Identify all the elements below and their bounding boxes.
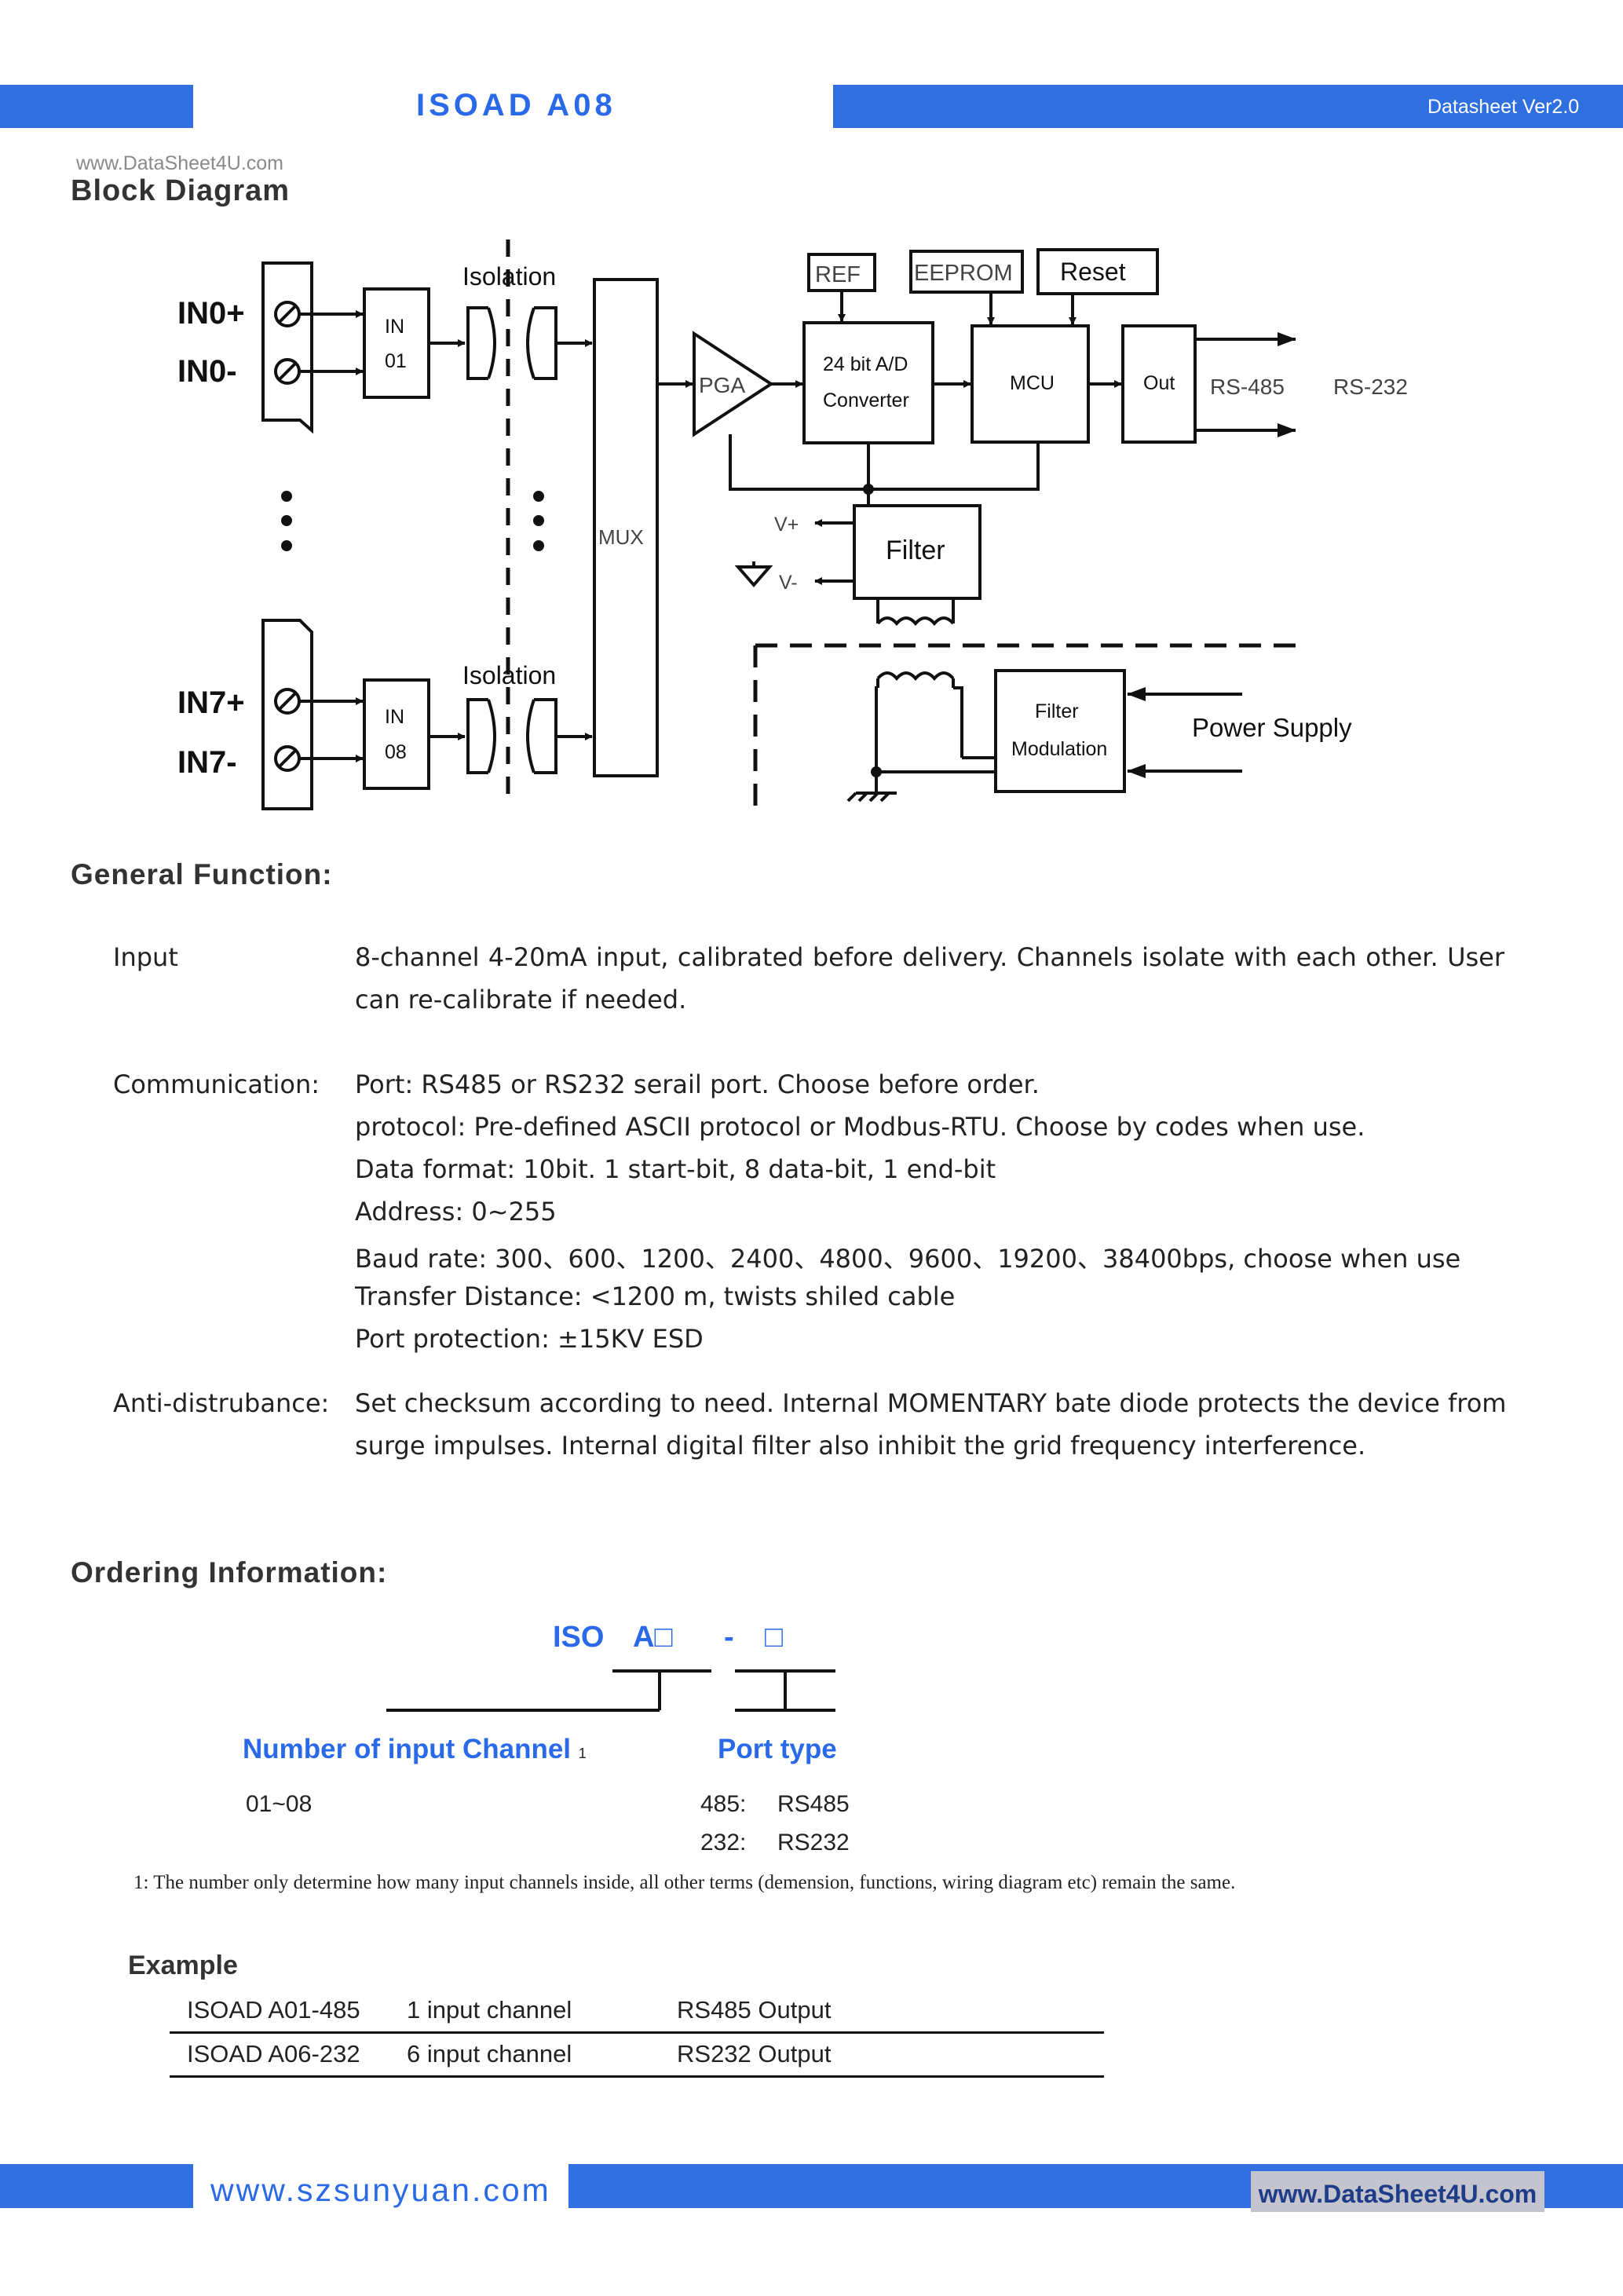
anti-line-1: Set checksum according to need. Internal… [355, 1388, 1507, 1418]
ordering-footnote: 1: The number only determine how many in… [133, 1872, 1236, 1893]
ellipsis-dots [281, 491, 544, 551]
label-in-top: IN [385, 316, 404, 338]
label-vplus: V+ [774, 514, 799, 536]
order-code-prefix: ISO [553, 1621, 605, 1654]
anti-line-2: surge impulses. Internal digital filter … [355, 1431, 1366, 1461]
watermark-top: www.DataSheet4U.com [76, 152, 284, 174]
terminal-screw-icon [274, 688, 301, 715]
example-channels: 6 input channel [407, 2040, 572, 2067]
label-in0-minus: IN0- [177, 354, 237, 389]
filter-box [853, 504, 981, 600]
mux-box [593, 278, 659, 777]
order-code-port: □ [765, 1621, 783, 1654]
adc-box [802, 321, 934, 444]
label-isolation-top: Isolation [462, 262, 556, 291]
comm-line: Baud rate: 300、600、1200、2400、4800、9600、1… [355, 1244, 1461, 1274]
block-diagram-heading: Block Diagram [71, 174, 291, 207]
comm-line: Port: RS485 or RS232 serail port. Choose… [355, 1069, 1040, 1099]
order-code-channel: A□ [633, 1621, 673, 1654]
label-filter-mod-line2: Modulation [1011, 738, 1107, 760]
terminal-block-bottom [261, 619, 313, 810]
port-option-code: 485: [700, 1791, 747, 1817]
label-eeprom: EEPROM [914, 261, 1013, 286]
input-line-2: can re-calibrate if needed. [355, 985, 687, 1015]
comm-line: Address: 0~255 [355, 1197, 557, 1227]
label-out: Out [1143, 372, 1175, 394]
input-line-1: 8-channel 4-20mA input, calibrated befor… [355, 942, 1504, 972]
datasheet-version: Datasheet Ver2.0 [1427, 96, 1580, 118]
label-mcu: MCU [1010, 372, 1055, 394]
port-type-label: Port type [718, 1734, 837, 1764]
footer-watermark: www.DataSheet4U.com [1251, 2171, 1544, 2212]
terminal-screw-icon [274, 301, 301, 327]
label-pga: PGA [699, 373, 745, 397]
anti-disturbance-label: Anti-distrubance: [113, 1388, 330, 1418]
port-option-name: RS485 [777, 1791, 850, 1817]
terminal-screw-icon [274, 745, 301, 772]
label-mux: MUX [598, 525, 644, 549]
label-isolation-bottom: Isolation [462, 661, 556, 689]
label-in0-plus: IN0+ [177, 296, 245, 331]
communication-label: Communication: [113, 1069, 320, 1099]
comm-line: protocol: Pre-defined ASCII protocol or … [355, 1112, 1365, 1142]
terminal-screw-icon [274, 358, 301, 385]
channel-note-mark: 1 [578, 1746, 587, 1761]
label-in-bottom: IN [385, 706, 404, 728]
order-code-dash: - [724, 1621, 734, 1654]
label-in-bottom-num: 08 [385, 741, 407, 763]
reset-box [1036, 248, 1159, 295]
in-box-bottom [363, 678, 430, 790]
channel-label-text: Number of input Channel [243, 1734, 572, 1764]
label-in7-plus: IN7+ [177, 686, 245, 720]
comm-line: Data format: 10bit. 1 start-bit, 8 data-… [355, 1154, 996, 1184]
example-output: RS485 Output [677, 1996, 832, 2024]
out-box [1121, 324, 1197, 444]
example-model: ISOAD A01-485 [187, 1996, 360, 2024]
label-rs485: RS-485 [1210, 375, 1285, 399]
isolator-top-left [466, 306, 488, 380]
label-vminus: V- [779, 572, 798, 594]
channel-range: 01~08 [246, 1791, 313, 1817]
example-output: RS232 Output [677, 2040, 832, 2067]
label-filter: Filter [886, 536, 945, 565]
label-in7-minus: IN7- [177, 745, 237, 780]
label-rs232: RS-232 [1333, 375, 1408, 399]
header-bar-left [0, 85, 193, 128]
comm-line: Transfer Distance: <1200 m, twists shile… [355, 1281, 956, 1311]
order-code-brackets [386, 1669, 835, 1712]
label-adc-line1: 24 bit A/D [823, 353, 908, 375]
label-reset: Reset [1060, 258, 1126, 286]
footer-website-link[interactable]: www.szsunyuan.com [210, 2172, 551, 2208]
table-bottom-rule [170, 2075, 1104, 2078]
label-adc-line2: Converter [823, 389, 909, 411]
pga-triangle [693, 331, 774, 437]
comm-line: Port protection: ±15KV ESD [355, 1324, 704, 1354]
ground-icon [846, 792, 897, 803]
label-filter-mod-line1: Filter [1035, 700, 1079, 722]
in-box-top [363, 287, 430, 399]
port-option-name: RS232 [777, 1830, 850, 1855]
example-channels: 1 input channel [407, 1996, 572, 2024]
label-ref: REF [815, 262, 861, 287]
terminal-block-top [261, 261, 313, 434]
label-in-top-num: 01 [385, 350, 407, 372]
channel-label: Number of input Channel 1 [243, 1734, 587, 1765]
document-title: ISOAD A08 [416, 88, 616, 122]
eeprom-box [909, 250, 1024, 294]
input-label: Input [113, 942, 178, 972]
table-divider [170, 2031, 1104, 2034]
block-diagram: IN0+ IN0- IN7+ IN7- IN 01 IN 08 Isolatio… [177, 239, 1408, 817]
footer-bar-left [0, 2164, 193, 2208]
ground-icon [734, 561, 773, 588]
ordering-heading: Ordering Information: [71, 1556, 388, 1589]
example-model: ISOAD A06-232 [187, 2040, 360, 2067]
filter-modulation-box [994, 669, 1126, 793]
port-option-code: 232: [700, 1830, 747, 1855]
label-power-supply: Power Supply [1192, 713, 1352, 742]
header-bar-right [833, 85, 1623, 128]
general-function-heading: General Function: [71, 858, 333, 890]
isolator-top-right [534, 306, 557, 380]
example-heading: Example [128, 1951, 238, 1980]
